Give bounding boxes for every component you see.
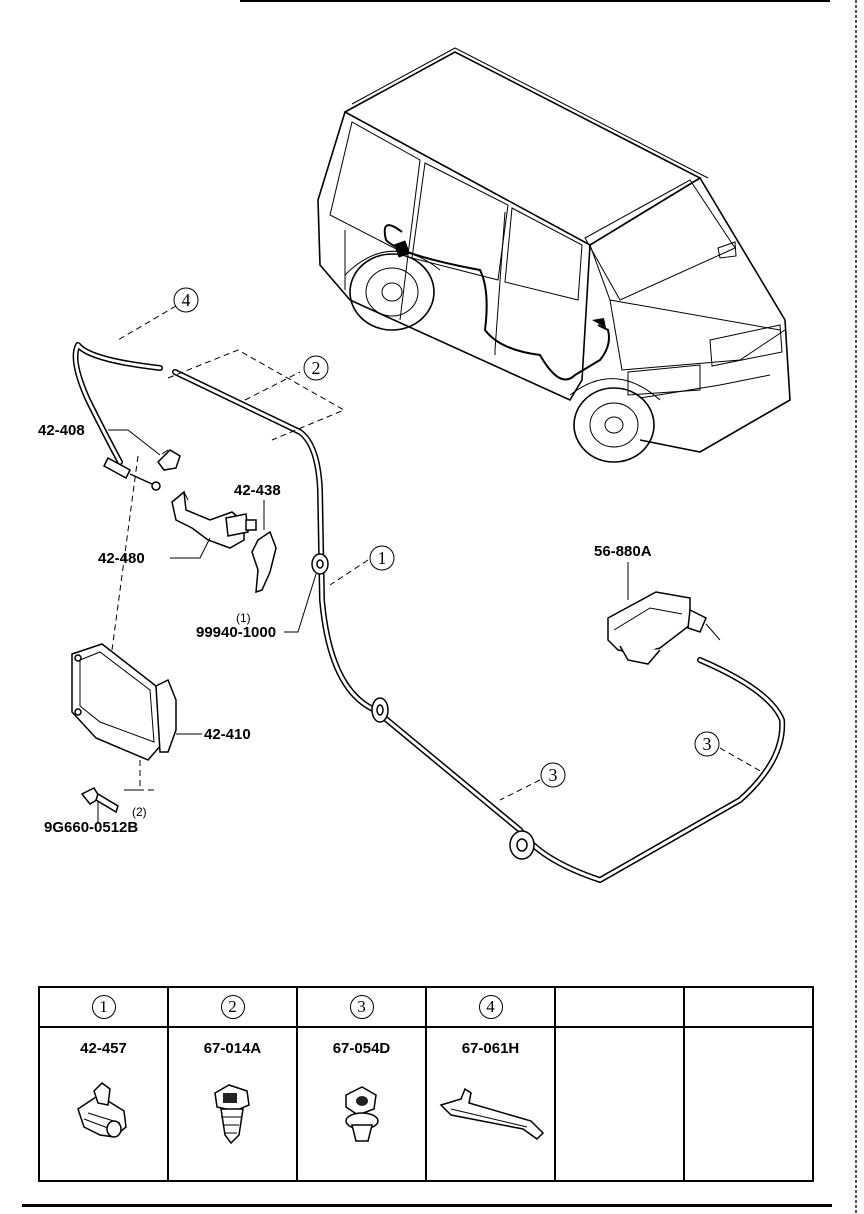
callout-1: 1 [369, 545, 395, 571]
callout-number: 3 [703, 734, 712, 754]
legend-cell-empty [683, 1026, 814, 1182]
bumper-stop [157, 449, 181, 471]
callout-4: 4 [173, 287, 199, 313]
nut [311, 553, 329, 575]
legend-cell-empty [554, 1026, 685, 1182]
part-number: 9G660-0512B [44, 819, 138, 836]
grommet [371, 697, 389, 723]
label-42-480: 42-480 [98, 537, 211, 567]
legend-cell: 67-061H [425, 1026, 556, 1182]
top-rule [240, 0, 830, 2]
label-9g660-0512b: (2) 9G660-0512B [44, 802, 147, 836]
clip-icon [76, 1082, 127, 1138]
legend-part-number: 67-014A [203, 1040, 262, 1057]
part-number: 56-880A [594, 543, 652, 560]
clip-legend-table: 1 2 3 4 42-457 67-014A 67-054 [38, 986, 814, 1182]
callout-number: 4 [182, 290, 191, 310]
callout-3: 3 [540, 762, 566, 788]
callout-2: 2 [303, 355, 329, 381]
legend-cell: 67-054D [296, 1026, 427, 1182]
quantity: (1) [236, 611, 251, 625]
bottom-rule [22, 1204, 832, 1207]
legend-part-number: 42-457 [80, 1040, 127, 1057]
legend-header-cell: 3 [296, 986, 427, 1028]
legend-number: 3 [349, 995, 374, 1019]
fuel-lid [71, 643, 177, 761]
quantity: (2) [132, 805, 147, 819]
label-42-438: 42-438 [234, 482, 281, 530]
label-42-408: 42-408 [38, 422, 161, 456]
legend-header-cell-empty [683, 986, 814, 1028]
callout-number: 1 [378, 548, 387, 568]
legend-header-cell: 1 [38, 986, 169, 1028]
legend-header-cell: 4 [425, 986, 556, 1028]
clip-icon [439, 1087, 544, 1140]
grommet [509, 830, 535, 860]
legend-number: 2 [220, 995, 245, 1019]
legend-cell: 42-457 [38, 1026, 169, 1182]
legend-number: 4 [478, 995, 503, 1019]
legend-part-number: 67-054D [332, 1040, 391, 1057]
part-number: 99940-1000 [196, 624, 276, 641]
part-number: 42-410 [204, 726, 251, 743]
part-number: 42-408 [38, 422, 85, 439]
label-99940-1000: (1) 99940-1000 [196, 573, 317, 641]
release-cable [72, 342, 786, 883]
legend-part-number: 67-061H [461, 1040, 520, 1057]
part-number: 42-438 [234, 482, 281, 499]
legend-number: 1 [91, 995, 116, 1019]
opener-handle [607, 591, 721, 665]
parts-diagram: 4 2 1 3 3 [38, 47, 791, 883]
van-illustration [317, 47, 791, 463]
page-edge [855, 0, 857, 1214]
clip-icon [213, 1084, 250, 1145]
leader-lines [111, 305, 763, 801]
label-42-410: 42-410 [176, 726, 251, 743]
clip-icon [344, 1086, 379, 1142]
part-number: 42-480 [98, 550, 145, 567]
legend-header-row: 1 2 3 4 [38, 986, 814, 1028]
release-lever [251, 530, 277, 594]
legend-body-row: 42-457 67-014A 67-054D [38, 1026, 814, 1182]
label-56-880a: 56-880A [594, 543, 652, 600]
legend-cell: 67-014A [167, 1026, 298, 1182]
callout-number: 3 [549, 765, 558, 785]
legend-header-cell: 2 [167, 986, 298, 1028]
legend-header-cell-empty [554, 986, 685, 1028]
callout-number: 2 [312, 358, 321, 378]
callout-3: 3 [694, 731, 720, 757]
screw [80, 787, 119, 814]
actuator-bracket [171, 490, 257, 549]
